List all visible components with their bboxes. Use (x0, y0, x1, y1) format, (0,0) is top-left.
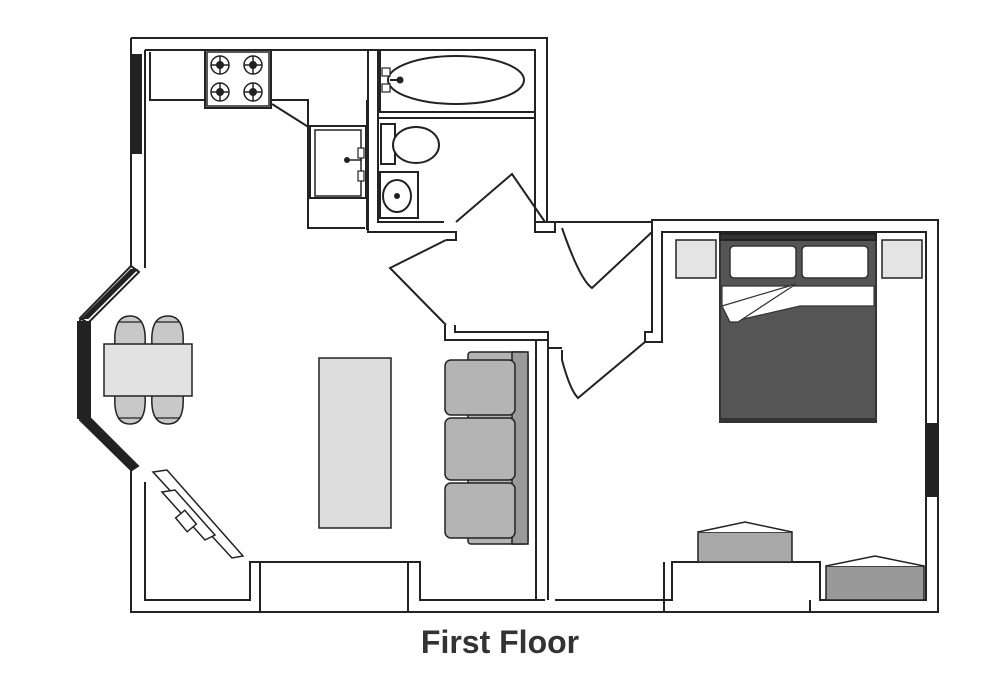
nightstand-left (675, 239, 717, 279)
tv-icon (151, 469, 245, 559)
toilet-icon (380, 123, 440, 165)
sink-icon (309, 125, 367, 199)
bed-icon (719, 233, 877, 423)
bathtub-icon (379, 49, 536, 113)
window-kitchen (130, 54, 142, 154)
dresser-corner (825, 555, 925, 601)
sofa-icon (444, 351, 529, 545)
dresser-bottom (697, 521, 793, 563)
bay-window (77, 264, 141, 472)
floor-title: First Floor (420, 624, 580, 660)
nightstand-right (881, 239, 923, 279)
stove-icon (204, 49, 272, 109)
door-bedroom (561, 227, 653, 400)
rug (318, 357, 392, 529)
dining-table-icon (103, 315, 193, 425)
door-entry (388, 172, 546, 326)
window-bedroom (927, 423, 939, 497)
basin-icon (379, 171, 419, 219)
